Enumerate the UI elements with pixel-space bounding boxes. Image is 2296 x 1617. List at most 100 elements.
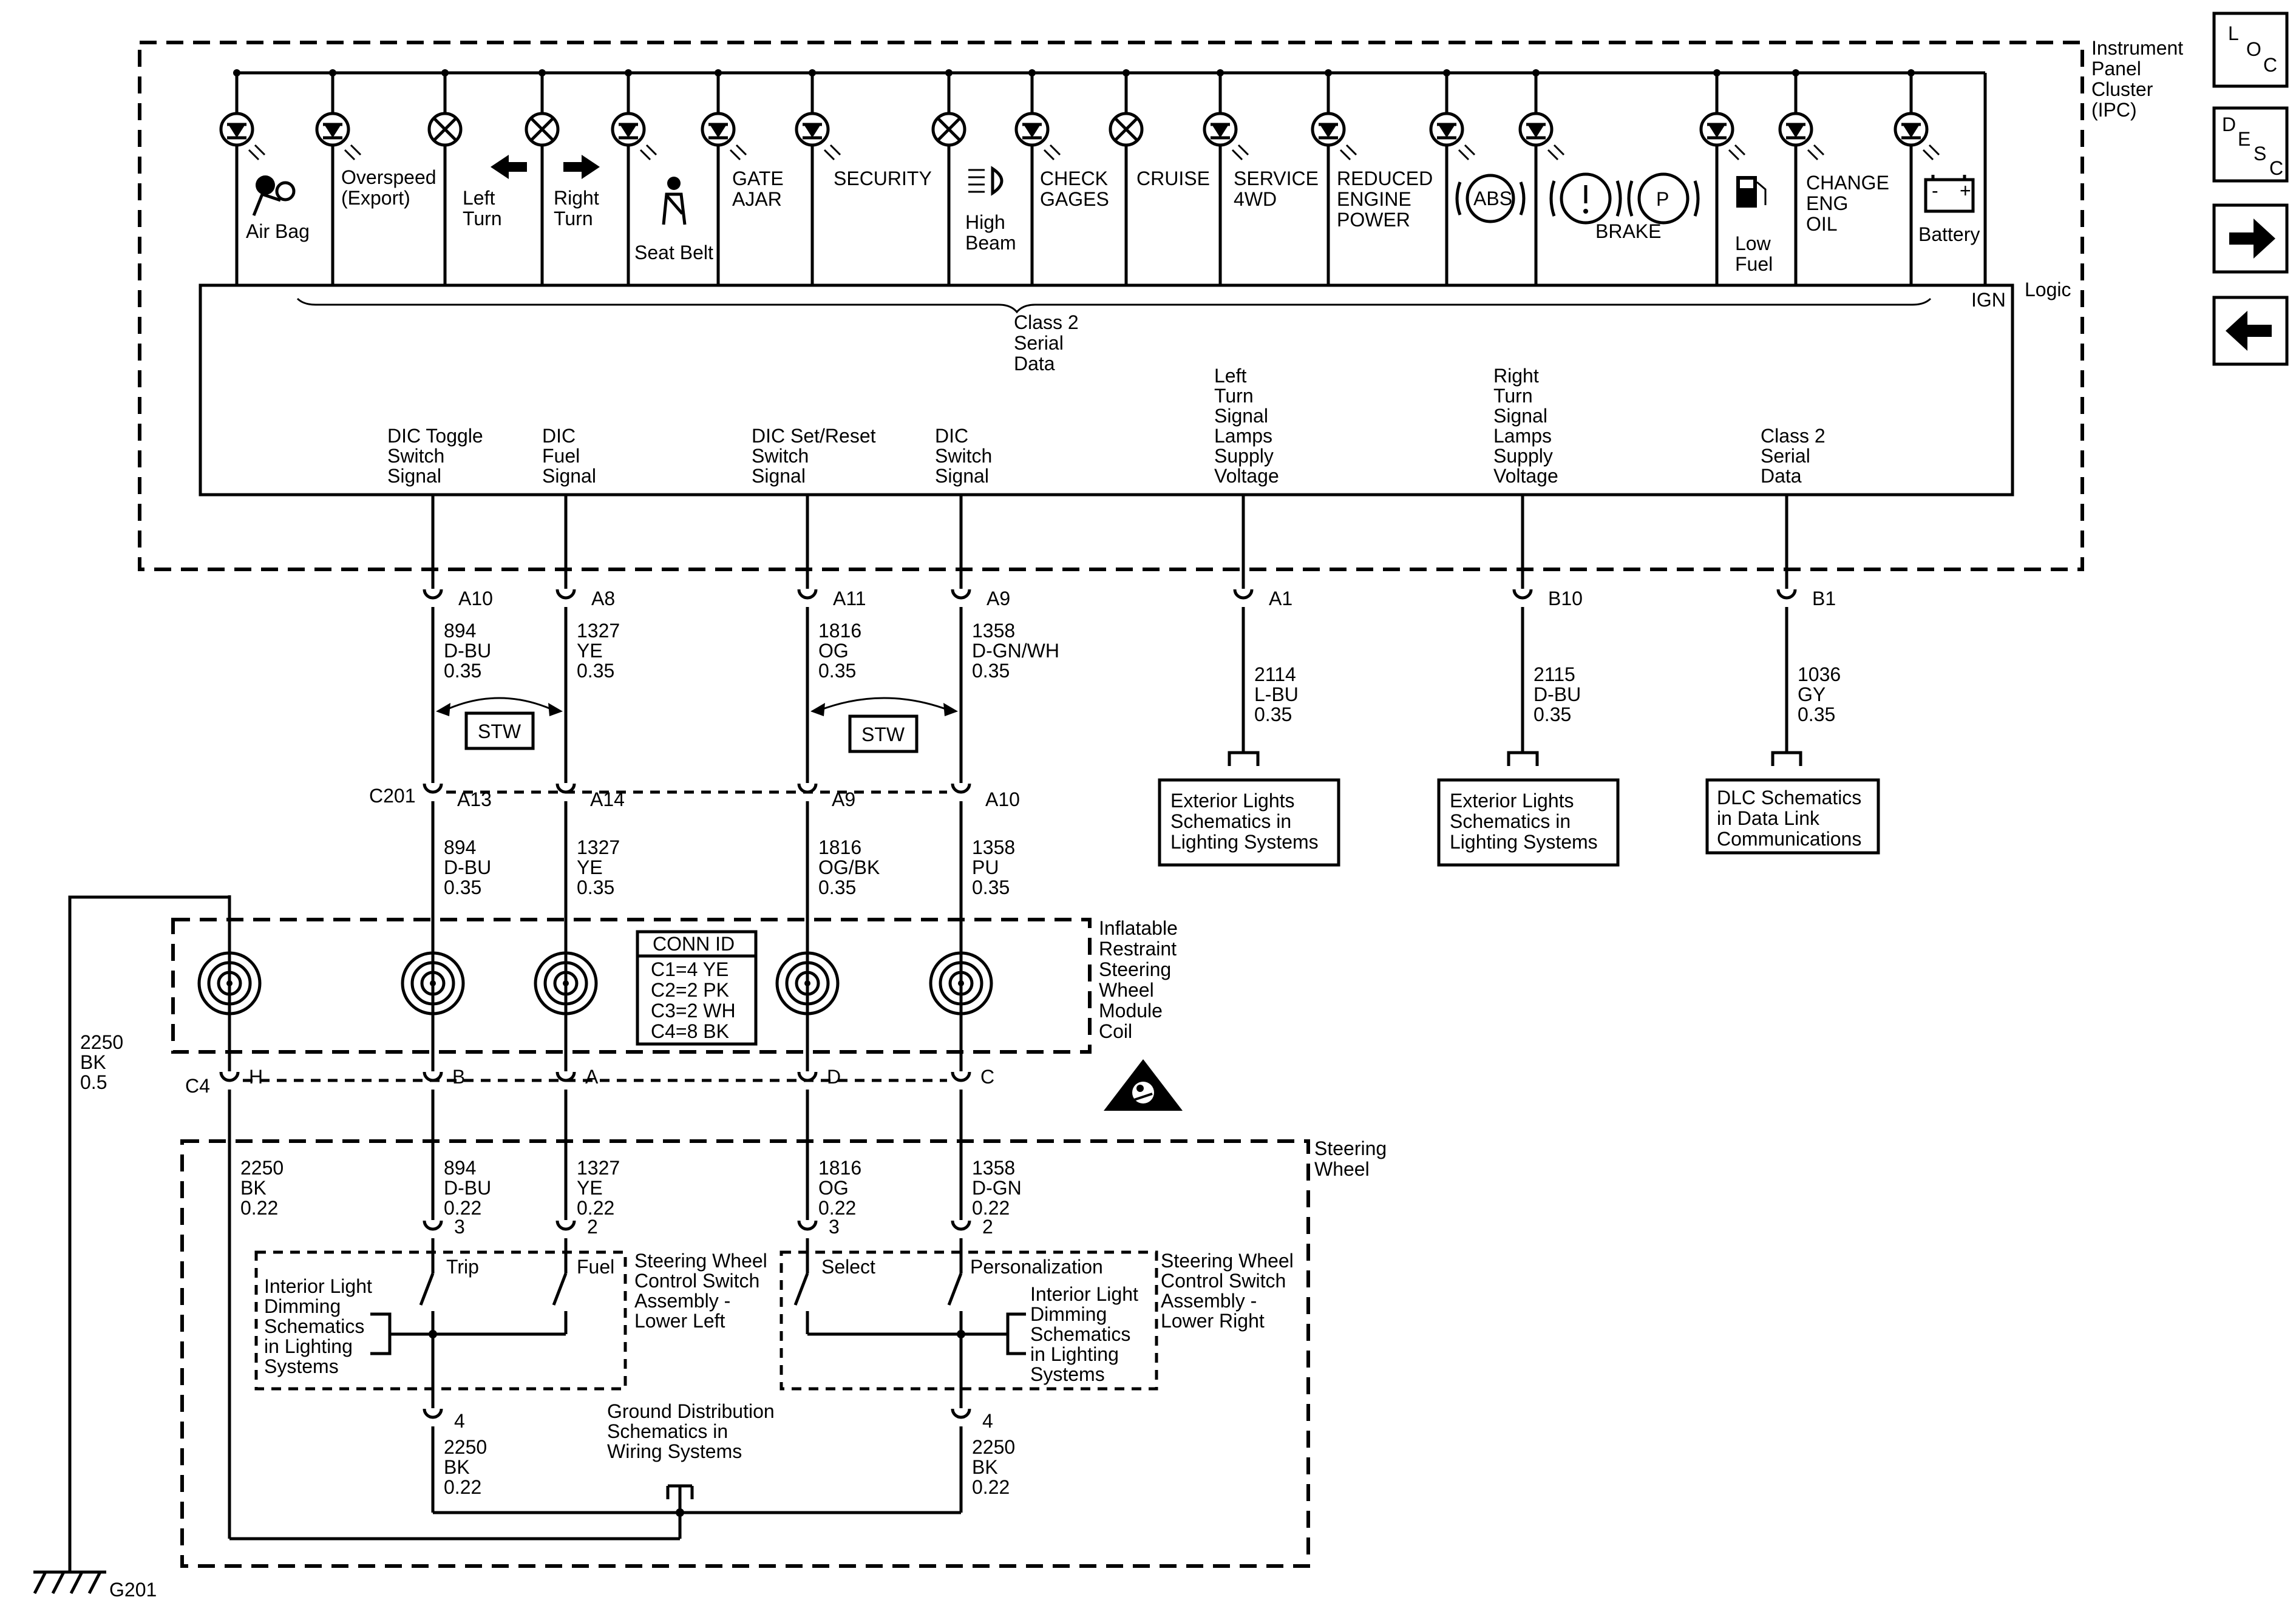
ground-dist-ref[interactable]: Ground Distribution Schematics in Wiring…	[607, 1400, 775, 1462]
svg-text:DIC Set/Reset: DIC Set/Reset	[752, 425, 876, 447]
svg-text:A9: A9	[987, 588, 1010, 609]
svg-text:C4=8 BK: C4=8 BK	[651, 1020, 729, 1042]
svg-text:0.35: 0.35	[972, 660, 1010, 682]
svg-text:C3=2 WH: C3=2 WH	[651, 1000, 736, 1022]
svg-text:1327: 1327	[577, 620, 620, 642]
class2-label: Class 2 Serial Data	[1014, 311, 1079, 375]
svg-text:Battery: Battery	[1918, 223, 1980, 245]
svg-text:D-BU: D-BU	[444, 640, 491, 662]
stw-left: STW	[436, 697, 563, 750]
svg-text:(Export): (Export)	[341, 187, 410, 209]
svg-text:2: 2	[982, 1216, 993, 1238]
svg-text:Turn: Turn	[1493, 385, 1533, 407]
svg-text:0.35: 0.35	[444, 660, 481, 682]
svg-text:Wheel: Wheel	[1314, 1158, 1370, 1180]
svg-text:4: 4	[982, 1410, 993, 1432]
svg-text:0.35: 0.35	[1798, 703, 1835, 725]
fuel-switch[interactable]: Fuel	[577, 1256, 614, 1278]
svg-text:L: L	[2228, 22, 2239, 44]
dimming-ref-left[interactable]: Interior Light Dimming Schematics in Lig…	[264, 1275, 372, 1377]
svg-text:Switch: Switch	[387, 445, 444, 467]
svg-text:G201: G201	[109, 1579, 157, 1601]
svg-text:D: D	[2222, 114, 2236, 135]
svg-text:3: 3	[454, 1216, 465, 1238]
svg-text:0.22: 0.22	[972, 1197, 1010, 1219]
svg-text:Restraint: Restraint	[1099, 938, 1177, 960]
ign-label: IGN	[1971, 289, 2006, 311]
svg-text:2: 2	[587, 1216, 598, 1238]
svg-text:Lighting Systems: Lighting Systems	[1170, 831, 1319, 853]
svg-text:D-GN: D-GN	[972, 1177, 1022, 1199]
ref-exterior-right[interactable]: Exterior Lights Schematics in Lighting S…	[1437, 778, 1620, 867]
svg-text:Serial: Serial	[1761, 445, 1810, 467]
ref-dlc[interactable]: DLC Schematics in Data Link Communicatio…	[1705, 778, 1880, 855]
svg-text:Assembly -: Assembly -	[634, 1290, 730, 1312]
loc-button[interactable]: L O C	[2212, 12, 2289, 88]
svg-text:YE: YE	[577, 856, 603, 878]
svg-text:BK: BK	[972, 1456, 998, 1478]
arrow-right-icon	[2229, 219, 2275, 259]
svg-text:Schematics in: Schematics in	[607, 1420, 728, 1442]
svg-text:SERVICE: SERVICE	[1234, 168, 1319, 189]
select-switch[interactable]: Select	[821, 1256, 875, 1278]
indicator-row: Air BagOverspeed(Export)LeftTurnRightTur…	[221, 69, 1980, 285]
svg-text:0.35: 0.35	[577, 660, 614, 682]
svg-text:0.35: 0.35	[972, 876, 1010, 898]
indicator-security: SECURITY	[796, 69, 932, 285]
left-turn-arrow-icon	[491, 155, 527, 179]
svg-text:GATE: GATE	[732, 168, 784, 189]
svg-text:REDUCED: REDUCED	[1337, 168, 1433, 189]
svg-text:Ground Distribution: Ground Distribution	[607, 1400, 775, 1422]
svg-text:D-GN/WH: D-GN/WH	[972, 640, 1059, 662]
personalization-switch[interactable]: Personalization	[970, 1256, 1103, 1278]
next-button[interactable]	[2212, 203, 2289, 274]
svg-text:4: 4	[454, 1410, 465, 1432]
svg-text:1358: 1358	[972, 1157, 1015, 1179]
svg-text:POWER: POWER	[1337, 209, 1410, 231]
svg-text:Dimming: Dimming	[264, 1295, 341, 1317]
ref-exterior-left[interactable]: Exterior Lights Schematics in Lighting S…	[1158, 778, 1340, 867]
svg-text:DIC: DIC	[542, 425, 576, 447]
svg-text:1358: 1358	[972, 836, 1015, 858]
svg-text:BK: BK	[80, 1051, 106, 1073]
desc-button[interactable]: D E S C	[2212, 106, 2289, 183]
svg-text:CRUISE: CRUISE	[1136, 168, 1210, 189]
svg-text:A13: A13	[457, 788, 492, 810]
steering-wheel-label: Steering Wheel	[1314, 1137, 1387, 1180]
dimming-ref-right[interactable]: Interior Light Dimming Schematics in Lig…	[1030, 1283, 1138, 1385]
trip-switch[interactable]: Trip	[446, 1256, 479, 1278]
arrow-left-icon	[2226, 311, 2272, 351]
svg-text:Systems: Systems	[264, 1355, 339, 1377]
svg-text:C: C	[980, 1066, 994, 1088]
right-turn-arrow-icon	[563, 155, 600, 179]
svg-text:A9: A9	[832, 788, 855, 810]
svg-text:OG/BK: OG/BK	[818, 856, 880, 878]
prev-button[interactable]	[2212, 296, 2289, 366]
svg-text:Signal: Signal	[387, 465, 441, 487]
logic-label: Logic	[2025, 279, 2071, 300]
svg-text:D-BU: D-BU	[444, 1177, 491, 1199]
svg-text:0.35: 0.35	[818, 876, 856, 898]
svg-text:1327: 1327	[577, 1157, 620, 1179]
svg-text:3: 3	[829, 1216, 840, 1238]
svg-text:2115: 2115	[1533, 663, 1575, 685]
